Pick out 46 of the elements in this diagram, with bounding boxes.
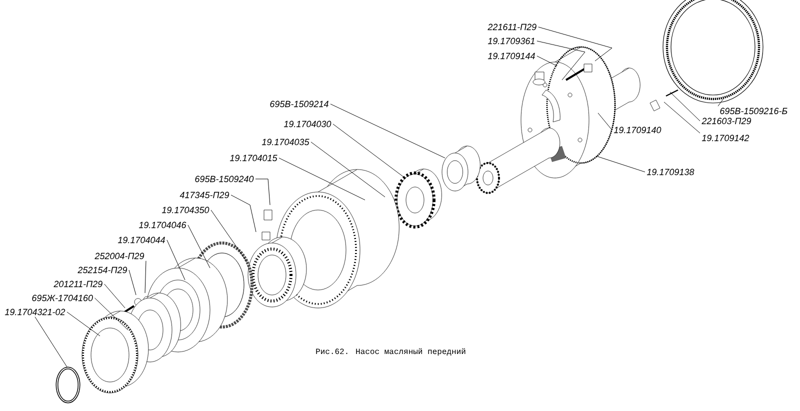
part-number: 19.1709138 bbox=[646, 168, 694, 176]
leader-line bbox=[278, 158, 366, 200]
part-number: 19.1704015 bbox=[230, 154, 278, 162]
leader-line bbox=[66, 312, 100, 336]
part-number: 252154-П29 bbox=[78, 266, 128, 274]
part-number: 252004-П29 bbox=[94, 252, 144, 260]
part-number: 19.1704350 bbox=[162, 206, 210, 214]
leader-line bbox=[188, 224, 210, 268]
leader-line bbox=[128, 270, 136, 296]
leader-line bbox=[596, 156, 646, 172]
leader-line bbox=[310, 142, 386, 198]
part-number: 19.1709140 bbox=[614, 126, 662, 134]
part-number: 201211-П29 bbox=[54, 280, 102, 288]
leader-line bbox=[230, 194, 256, 232]
part-number: 221611-П29 bbox=[488, 24, 536, 30]
part-number: 19.1704321-02 bbox=[4, 308, 66, 316]
leader-line bbox=[94, 298, 128, 330]
part-number: 19.1709361 bbox=[488, 38, 534, 44]
leader-line bbox=[598, 112, 612, 130]
part-number: 19.1704046 bbox=[138, 222, 186, 228]
part-number: 695В-1509216-Б bbox=[720, 108, 788, 114]
leader-line bbox=[330, 104, 446, 158]
part-number: 19.1709144 bbox=[488, 52, 535, 60]
leader-line bbox=[536, 40, 586, 80]
leader-line bbox=[538, 26, 612, 62]
figure-caption: Рис.62. Насос масляный передний bbox=[316, 348, 466, 356]
part-number: 19.1709142 bbox=[702, 134, 750, 142]
part-number: 221603-П29 bbox=[702, 118, 752, 124]
leader-line bbox=[210, 210, 248, 262]
leader-line bbox=[166, 240, 186, 280]
leader-line bbox=[34, 316, 68, 368]
part-number: 417345-П29 bbox=[180, 192, 230, 198]
leader-line bbox=[664, 102, 700, 134]
leader-line bbox=[255, 178, 270, 206]
leader-line bbox=[332, 124, 406, 178]
part-number: 695Ж-1704160 bbox=[32, 294, 93, 302]
part-number: 695В-1509214 bbox=[270, 100, 328, 108]
leader-line bbox=[536, 56, 558, 66]
part-number: 19.1704035 bbox=[262, 138, 310, 146]
leader-line bbox=[718, 98, 724, 106]
leader-line bbox=[144, 260, 146, 294]
part-number: 19.1704044 bbox=[118, 236, 165, 244]
part-number: 19.1704030 bbox=[284, 120, 332, 128]
leader-line bbox=[670, 92, 700, 122]
leader-line bbox=[104, 284, 126, 308]
part-number: 695В-1509240 bbox=[195, 176, 254, 182]
